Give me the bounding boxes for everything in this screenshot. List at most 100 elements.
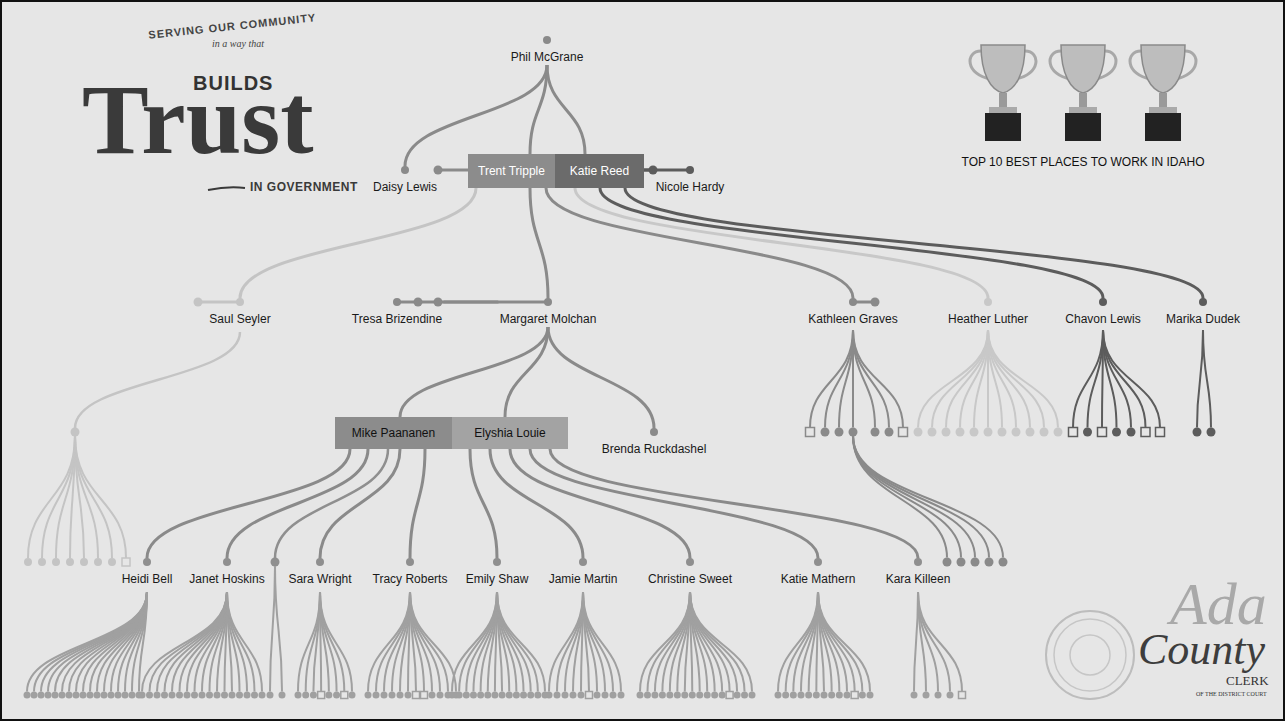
staff-dot (52, 692, 59, 699)
staff-dot (506, 692, 513, 699)
staff-dot (844, 692, 851, 699)
staff-dot (835, 428, 844, 437)
staff-line (298, 592, 320, 692)
staff-line (497, 592, 545, 692)
staff-line (313, 592, 320, 692)
box-title: Katie Reed (570, 164, 629, 179)
staff-line (1103, 330, 1131, 428)
person-name: Chavon Lewis (1063, 311, 1142, 327)
staff-dot (659, 692, 666, 699)
staff-dot (45, 692, 52, 699)
staff-line (76, 592, 147, 692)
staff-dot (295, 692, 302, 699)
staff-dot (674, 692, 681, 699)
person-node: Brenda Ruckdashel (600, 428, 709, 457)
person-dot (236, 298, 244, 306)
staff-dot (176, 692, 183, 699)
person-node: Margaret Molchan (498, 298, 599, 327)
person-node: Christine Sweet (646, 558, 734, 587)
staff-line (69, 592, 147, 692)
staff-dot (520, 692, 527, 699)
staff-dot (463, 692, 470, 699)
manager-box: Trent Tripple (468, 154, 555, 188)
clerk-logo-text: OF THE DISTRICT COURT (1196, 691, 1267, 698)
staff-dot (554, 692, 561, 699)
staff-dot (775, 692, 782, 699)
staff-dot (251, 692, 258, 699)
staff-line (988, 330, 1030, 428)
staff-line (988, 330, 1016, 428)
staff-line (368, 592, 410, 692)
staff-dot (94, 558, 102, 566)
staff-dot (749, 692, 756, 699)
staff-dot (24, 692, 31, 699)
staff-dot (365, 692, 372, 699)
staff-dot (828, 692, 835, 699)
staff-dot (66, 558, 74, 566)
staff-line (988, 330, 1044, 428)
staff-line (853, 330, 903, 428)
person-dot (543, 36, 551, 44)
staff-line (118, 592, 147, 692)
person-node: Heather Luther (946, 298, 1030, 327)
staff-dot (449, 692, 456, 699)
person-name: Heather Luther (946, 311, 1030, 327)
clerk-logo-text: CLERK (1226, 674, 1269, 689)
staff-line (481, 592, 497, 692)
trophy-cup (1141, 45, 1185, 93)
staff-dot (859, 692, 866, 699)
trophy-plate (1069, 107, 1097, 113)
staff-dot (610, 692, 617, 699)
person-dot (223, 558, 231, 566)
staff-dot (970, 428, 979, 437)
staff-dot (221, 692, 228, 699)
org-connector (550, 449, 918, 558)
staff-line (34, 592, 147, 692)
staff-line (918, 592, 950, 692)
staff-dot (790, 692, 797, 699)
person-dot (984, 298, 992, 306)
branch-line (275, 449, 388, 558)
org-connector (444, 301, 498, 304)
staff-line (180, 592, 228, 692)
staff-dot (1112, 428, 1121, 437)
person-dot (393, 298, 401, 306)
staff-dot (704, 692, 711, 699)
staff-line (320, 592, 352, 692)
box-title: Trent Tripple (478, 164, 545, 179)
staff-line (647, 592, 690, 692)
staff-dot (434, 166, 443, 175)
staff-line (195, 592, 228, 692)
staff-dot (513, 692, 520, 699)
staff-dot (644, 692, 651, 699)
staff-line (1103, 330, 1160, 428)
vacant-square (421, 692, 428, 699)
staff-line (150, 592, 228, 692)
staff-line (810, 330, 853, 428)
staff-line (56, 436, 75, 558)
staff-dot (199, 692, 206, 699)
org-connector (548, 327, 654, 428)
staff-line (172, 592, 227, 692)
org-connector (530, 449, 818, 558)
staff-dot (349, 692, 356, 699)
trophy (1130, 45, 1196, 141)
staff-line (565, 592, 583, 692)
staff-dot (259, 692, 266, 699)
trophy-cup (981, 45, 1025, 93)
staff-dot (637, 692, 644, 699)
staff-line (217, 592, 227, 692)
staff-line (818, 592, 855, 692)
staff-line (583, 592, 613, 692)
person-dot (143, 558, 151, 566)
staff-line (410, 592, 456, 692)
staff-line (459, 592, 497, 692)
person-dot (849, 298, 857, 306)
staff-dot (618, 692, 625, 699)
person-name: Marika Dudek (1164, 311, 1242, 327)
staff-dot (129, 692, 136, 699)
person-name: Christine Sweet (646, 571, 734, 587)
person-name: Phil McGrane (509, 49, 586, 65)
staff-dot (578, 692, 585, 699)
